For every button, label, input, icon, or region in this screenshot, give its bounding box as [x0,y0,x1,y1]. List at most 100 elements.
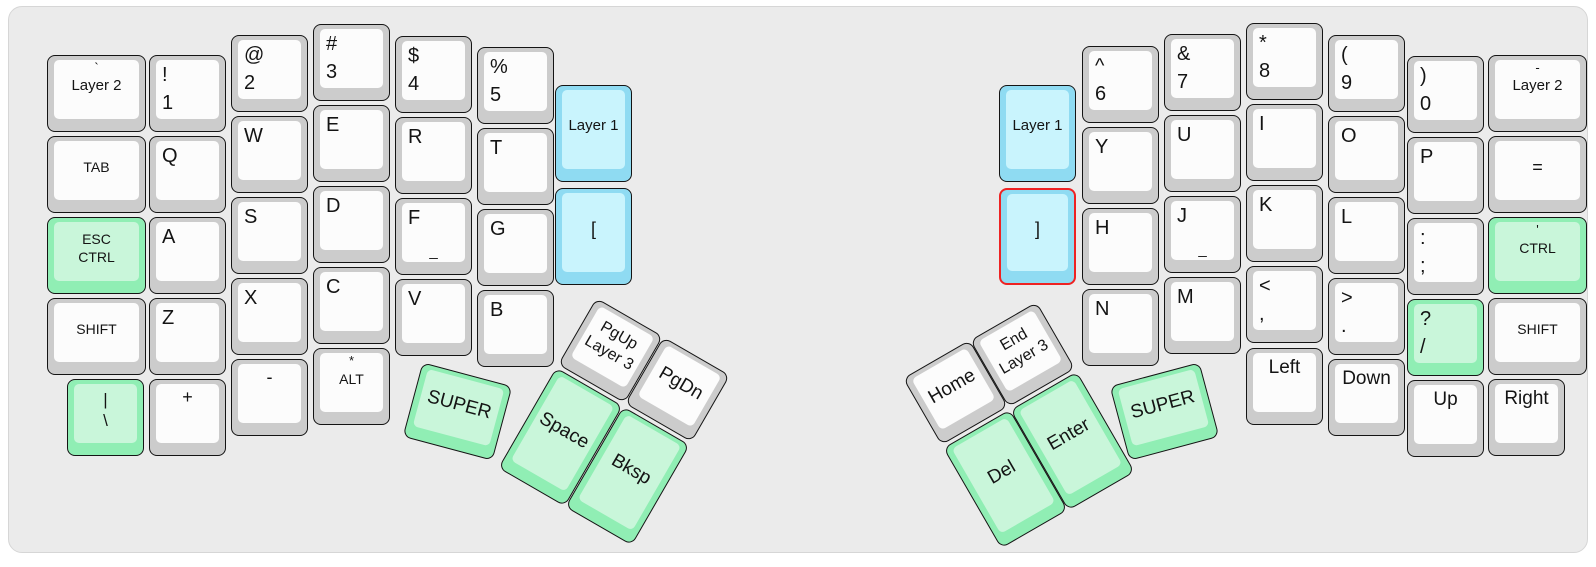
key-m[interactable]: M [1164,277,1241,354]
key-p[interactable]: P [1407,137,1484,214]
keycap-surface: (9 [1335,40,1398,99]
key-w[interactable]: W [231,116,308,193]
key-0[interactable]: )0 [1407,56,1484,133]
key-rbracket[interactable]: ] [999,188,1076,285]
key-esc-ctrl[interactable]: ESC CTRL [47,217,146,294]
key-y[interactable]: Y [1082,127,1159,204]
key-legend: TAB [83,158,110,175]
key-legend: = [1532,156,1543,177]
key-layer2-right[interactable]: -Layer 2 [1488,55,1587,132]
key-lbracket[interactable]: [ [555,188,632,285]
keycap-surface: Z [156,303,219,362]
key-legend: PgDn [655,362,707,405]
key-equals[interactable]: = [1488,136,1587,213]
key-5[interactable]: %5 [477,47,554,124]
key-t[interactable]: T [477,128,554,205]
key-semicolon[interactable]: :; [1407,218,1484,295]
key-i[interactable]: I [1246,104,1323,181]
keycap-surface: 'CTRL [1495,222,1580,281]
key-d[interactable]: D [313,186,390,263]
keycap-surface: H [1089,213,1152,272]
key-legend: M [1177,286,1194,308]
key-legend: ; [1420,254,1426,277]
keycap-surface: S [238,202,301,261]
key-plus[interactable]: + [149,379,226,456]
key-g[interactable]: G [477,209,554,286]
key-7[interactable]: &7 [1164,34,1241,111]
key-alt[interactable]: *ALT [313,348,390,425]
key-legend: ] [1034,218,1040,239]
key-r[interactable]: R [395,117,472,194]
key-o[interactable]: O [1328,116,1405,193]
key-shift-left[interactable]: SHIFT [47,298,146,375]
key-tab[interactable]: TAB [47,136,146,213]
keycap-surface: X [238,283,301,342]
key-super-left[interactable]: SUPER [402,362,513,461]
key-legend: R [408,126,423,148]
key-arrow-up[interactable]: Up [1407,380,1484,457]
key-period[interactable]: >. [1328,278,1405,355]
key-1[interactable]: !1 [149,55,226,132]
keycap-surface: W [238,121,301,180]
keycap-surface: :; [1414,223,1477,282]
key-comma[interactable]: <, [1246,266,1323,343]
key-legend: SUPER [424,386,494,424]
key-legend: ( [1341,44,1348,66]
key-layer1-left[interactable]: Layer 1 [555,85,632,182]
key-j[interactable]: J_ [1164,196,1241,273]
key-q[interactable]: Q [149,136,226,213]
key-s[interactable]: S [231,197,308,274]
key-legend: X [244,287,258,309]
key-2[interactable]: @2 [231,35,308,112]
key-4[interactable]: $4 [395,36,472,113]
key-legend: ! [162,64,168,86]
key-shift-right[interactable]: SHIFT [1488,298,1587,375]
key-legend: G [490,218,506,240]
key-z[interactable]: Z [149,298,226,375]
key-legend: Up [1433,389,1458,410]
key-arrow-left[interactable]: Left [1246,348,1323,425]
key-quote-ctrl[interactable]: 'CTRL [1488,217,1587,294]
keycap-surface: SUPER [412,368,505,447]
keycap-surface: %5 [484,52,547,111]
key-arrow-right[interactable]: Right [1488,379,1565,456]
key-legend: - [1535,60,1540,75]
key-layer2-left[interactable]: `Layer 2 [47,55,146,132]
key-e[interactable]: E [313,105,390,182]
keycap-surface: <, [1253,271,1316,330]
key-a[interactable]: A [149,217,226,294]
key-minus-left[interactable]: - [231,359,308,436]
key-l[interactable]: L [1328,197,1405,274]
key-layer1-right[interactable]: Layer 1 [999,85,1076,182]
keycap-surface: T [484,133,547,192]
keycap-surface: -Layer 2 [1495,60,1580,119]
key-legend: < [1259,275,1271,297]
key-pipe-backslash[interactable]: | \ [67,379,144,456]
key-v[interactable]: V [395,279,472,356]
key-8[interactable]: *8 [1246,23,1323,100]
key-k[interactable]: K [1246,185,1323,262]
keycap-surface: [ [562,193,625,272]
key-6[interactable]: ^6 [1082,46,1159,123]
key-legend: 5 [490,83,502,106]
key-b[interactable]: B [477,290,554,367]
key-super-right[interactable]: SUPER [1109,362,1220,461]
key-legend: _ [1198,240,1207,258]
key-u[interactable]: U [1164,115,1241,192]
key-h[interactable]: H [1082,208,1159,285]
key-c[interactable]: C [313,267,390,344]
key-9[interactable]: (9 [1328,35,1405,112]
key-legend: O [1341,125,1357,147]
key-slash[interactable]: ?/ [1407,299,1484,376]
key-legend: CTRL [1519,239,1556,256]
key-n[interactable]: N [1082,289,1159,366]
keycap-surface: K [1253,190,1316,249]
key-legend: H [1095,217,1110,239]
key-arrow-down[interactable]: Down [1328,359,1405,436]
keycap-surface: SHIFT [1495,303,1580,362]
key-x[interactable]: X [231,278,308,355]
key-3[interactable]: #3 [313,24,390,101]
keycap-surface: &7 [1171,39,1234,98]
key-f[interactable]: F_ [395,198,472,275]
